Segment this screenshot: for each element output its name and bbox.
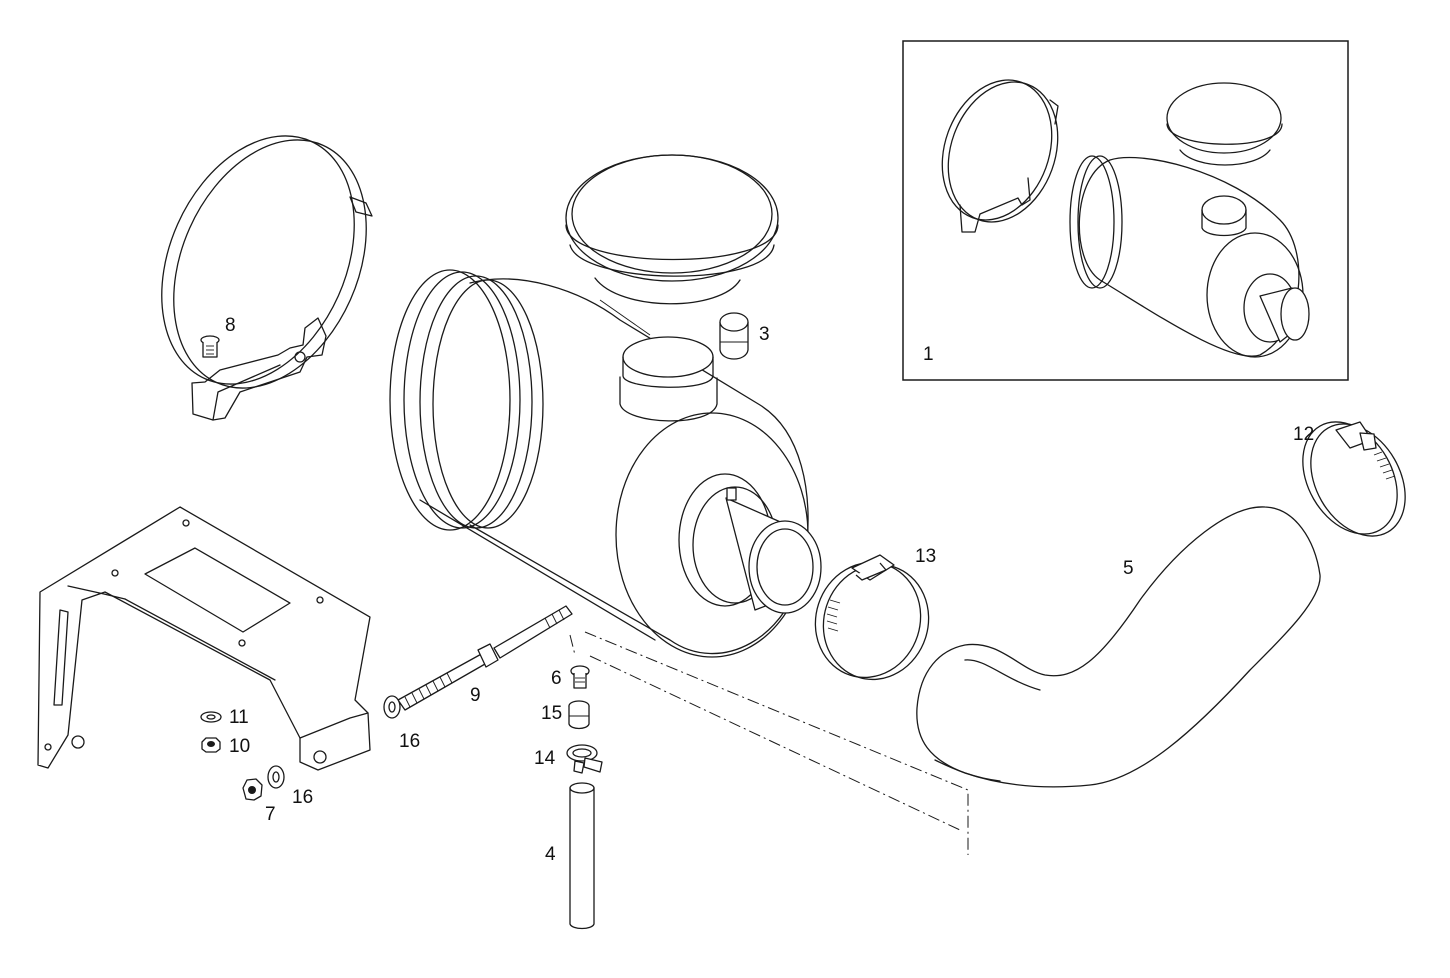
part-label-8: 8 <box>225 315 236 336</box>
filter-cover <box>565 154 779 336</box>
inset-frame <box>902 40 1349 381</box>
inset-filter-housing <box>1069 82 1310 358</box>
mounting-strap <box>161 135 373 421</box>
part-label-3: 3 <box>759 324 770 345</box>
part-label-16-upper: 16 <box>399 731 420 752</box>
part-label-11: 11 <box>229 707 249 728</box>
clamp-14: 14 <box>534 744 603 774</box>
nut-7: 7 <box>242 778 276 825</box>
air-filter-housing <box>389 269 822 658</box>
fitting-15: 15 <box>541 700 590 730</box>
washer-11: 11 <box>200 707 249 728</box>
screw-6: 6 <box>551 665 590 689</box>
center-line <box>569 631 969 855</box>
cap-3: 3 <box>719 312 770 360</box>
part-label-14: 14 <box>534 748 556 769</box>
hose-clamp-13: 13 <box>814 546 936 681</box>
part-label-9: 9 <box>470 685 481 706</box>
inset-strap <box>941 79 1059 233</box>
hose-clamp-12: 12 <box>1293 421 1406 537</box>
stud-9: 9 <box>397 605 573 711</box>
bolt-8: 8 <box>200 315 236 358</box>
part-label-10: 10 <box>229 736 250 757</box>
hose-4: 4 <box>545 782 595 930</box>
part-label-5: 5 <box>1123 558 1134 579</box>
part-label-6: 6 <box>551 668 562 689</box>
nut-10: 10 <box>201 736 250 757</box>
part-label-13: 13 <box>915 546 936 567</box>
part-label-16-lower: 16 <box>292 787 313 808</box>
part-label-15: 15 <box>541 703 562 724</box>
part-label-1: 1 <box>923 344 934 365</box>
washer-16-lower: 16 <box>267 765 313 808</box>
intake-hose-5: 5 <box>916 506 1321 788</box>
part-label-4: 4 <box>545 844 556 865</box>
assembly-inset: 1 <box>902 40 1349 381</box>
part-label-12: 12 <box>1293 424 1314 445</box>
mounting-bracket <box>37 506 371 771</box>
washer-16-upper: 16 <box>383 695 420 752</box>
part-label-7: 7 <box>265 804 276 825</box>
